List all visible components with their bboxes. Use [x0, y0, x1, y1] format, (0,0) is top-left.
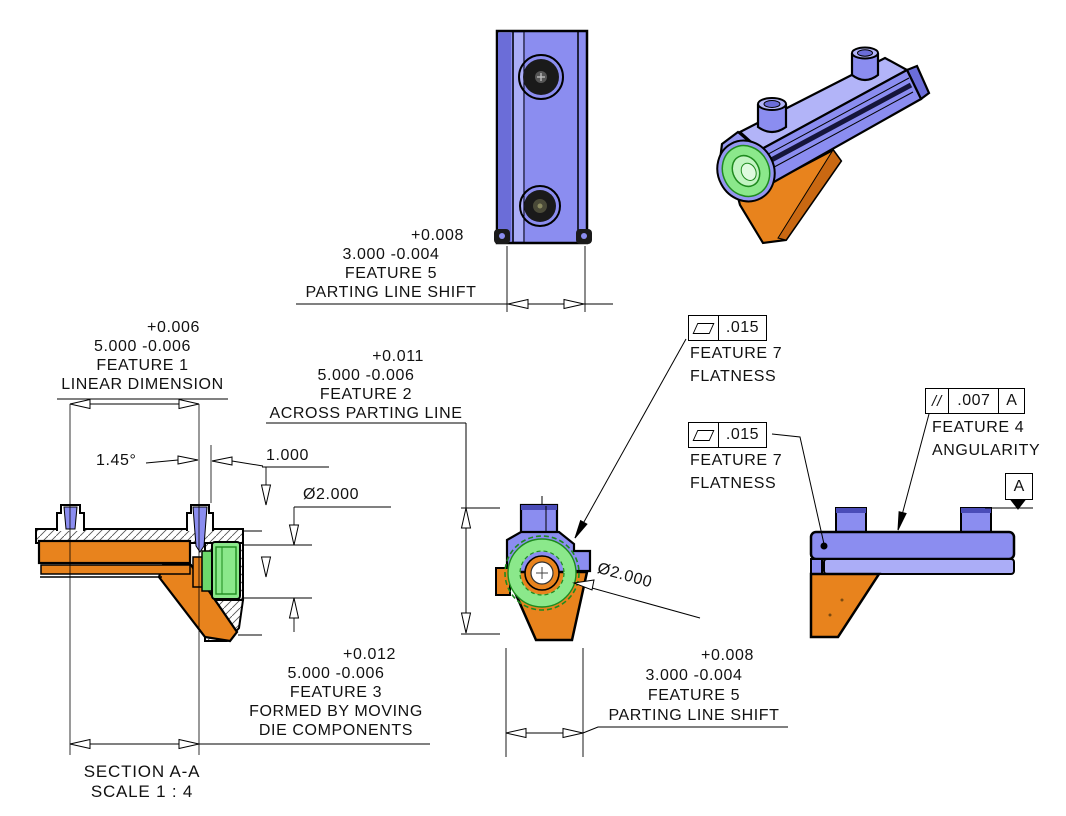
callout-feature2: +0.011 5.000 -0.006 FEATURE 2 ACROSS PAR…: [264, 347, 468, 423]
tolerance-value: .007: [948, 389, 998, 413]
tolerance-value: .015: [718, 316, 766, 340]
tolerance-plus: +0.006: [147, 319, 200, 336]
isometric-view: [716, 46, 931, 245]
length-dimension: 1.000: [266, 447, 310, 464]
dimension-lines: [57, 246, 788, 757]
right-view-gusset: [809, 572, 882, 639]
datum-triangle-icon: [1009, 499, 1027, 510]
top-view-upper-boss: [518, 54, 564, 100]
callout-feature5-bottom: +0.008 3.000 -0.004 FEATURE 5 PARTING LI…: [598, 646, 790, 726]
right-view: [809, 507, 1016, 639]
feature-desc: LINEAR DIMENSION: [61, 376, 224, 393]
flatness-lower-label: FEATURE 7 FLATNESS: [690, 452, 783, 492]
angle-dimension: 1.45°: [96, 452, 137, 469]
parallelism-icon: //: [932, 392, 943, 410]
dim-value: 5.000: [287, 665, 331, 682]
scale-label: SCALE 1 : 4: [90, 782, 194, 801]
feature-label: FEATURE 1: [96, 357, 189, 374]
flatness-upper-label: FEATURE 7 FLATNESS: [690, 345, 783, 385]
datum-reference: A: [998, 389, 1024, 413]
dim-value: 3.000: [645, 667, 689, 684]
section-label-block: SECTION A-A SCALE 1 : 4: [62, 762, 222, 802]
callout-feature1: +0.006 5.000 -0.006 FEATURE 1 LINEAR DIM…: [55, 318, 230, 394]
feature-desc2: DIE COMPONENTS: [258, 722, 414, 739]
right-view-body: [809, 530, 1016, 561]
diameter-dimension-section: Ø2.000: [303, 486, 360, 503]
section-view: [35, 504, 312, 643]
angularity-frame: // .007 A: [925, 388, 1026, 414]
top-view-lower-boss: [519, 185, 561, 227]
section-insert-green: [211, 541, 241, 600]
flatness-icon: [692, 429, 715, 441]
iso-boss-right: [850, 46, 880, 82]
dim-value: 3.000: [342, 246, 386, 263]
feature-label: FEATURE 3: [289, 684, 383, 701]
tolerance-minus: -0.004: [693, 667, 743, 684]
angularity-label: FEATURE 4 ANGULARITY: [932, 419, 1041, 459]
feature-label: FEATURE 5: [647, 687, 741, 704]
tolerance-minus: -0.006: [142, 338, 192, 355]
feature-desc: FORMED BY MOVING: [249, 703, 423, 720]
tolerance-plus: +0.008: [411, 227, 464, 244]
iso-bore: [716, 139, 776, 203]
dim-value: 5.000: [317, 367, 361, 384]
top-view: [494, 29, 592, 245]
flatness-frame-lower: .015: [688, 422, 767, 448]
section-label: SECTION A-A: [83, 762, 201, 781]
datum-flag: A: [1005, 473, 1033, 500]
end-view: [495, 496, 592, 642]
tolerance-minus: -0.006: [335, 665, 385, 682]
callout-feature5-top: +0.008 3.000 -0.004 FEATURE 5 PARTING LI…: [296, 226, 486, 302]
feature-desc: PARTING LINE SHIFT: [608, 707, 780, 724]
tolerance-minus: -0.006: [365, 367, 415, 384]
flatness-icon: [692, 322, 715, 334]
section-core-bar: [37, 539, 192, 565]
tolerance-plus: +0.008: [701, 647, 754, 664]
feature-desc: ACROSS PARTING LINE: [269, 405, 463, 422]
gdt-leaders: [574, 338, 1033, 550]
flatness-frame-upper: .015: [688, 315, 767, 341]
dim-value: 5.000: [93, 338, 138, 355]
feature-label: FEATURE 5: [344, 265, 438, 282]
tolerance-plus: +0.012: [343, 646, 396, 663]
iso-boss-left: [756, 97, 788, 134]
end-view-bore: [504, 535, 580, 611]
callout-feature3: +0.012 5.000 -0.006 FEATURE 3 FORMED BY …: [240, 645, 432, 740]
tolerance-minus: -0.004: [390, 246, 440, 263]
feature-desc: PARTING LINE SHIFT: [305, 284, 477, 301]
tolerance-value: .015: [718, 423, 766, 447]
feature-label: FEATURE 2: [319, 386, 413, 403]
tolerance-plus: +0.011: [372, 348, 424, 365]
